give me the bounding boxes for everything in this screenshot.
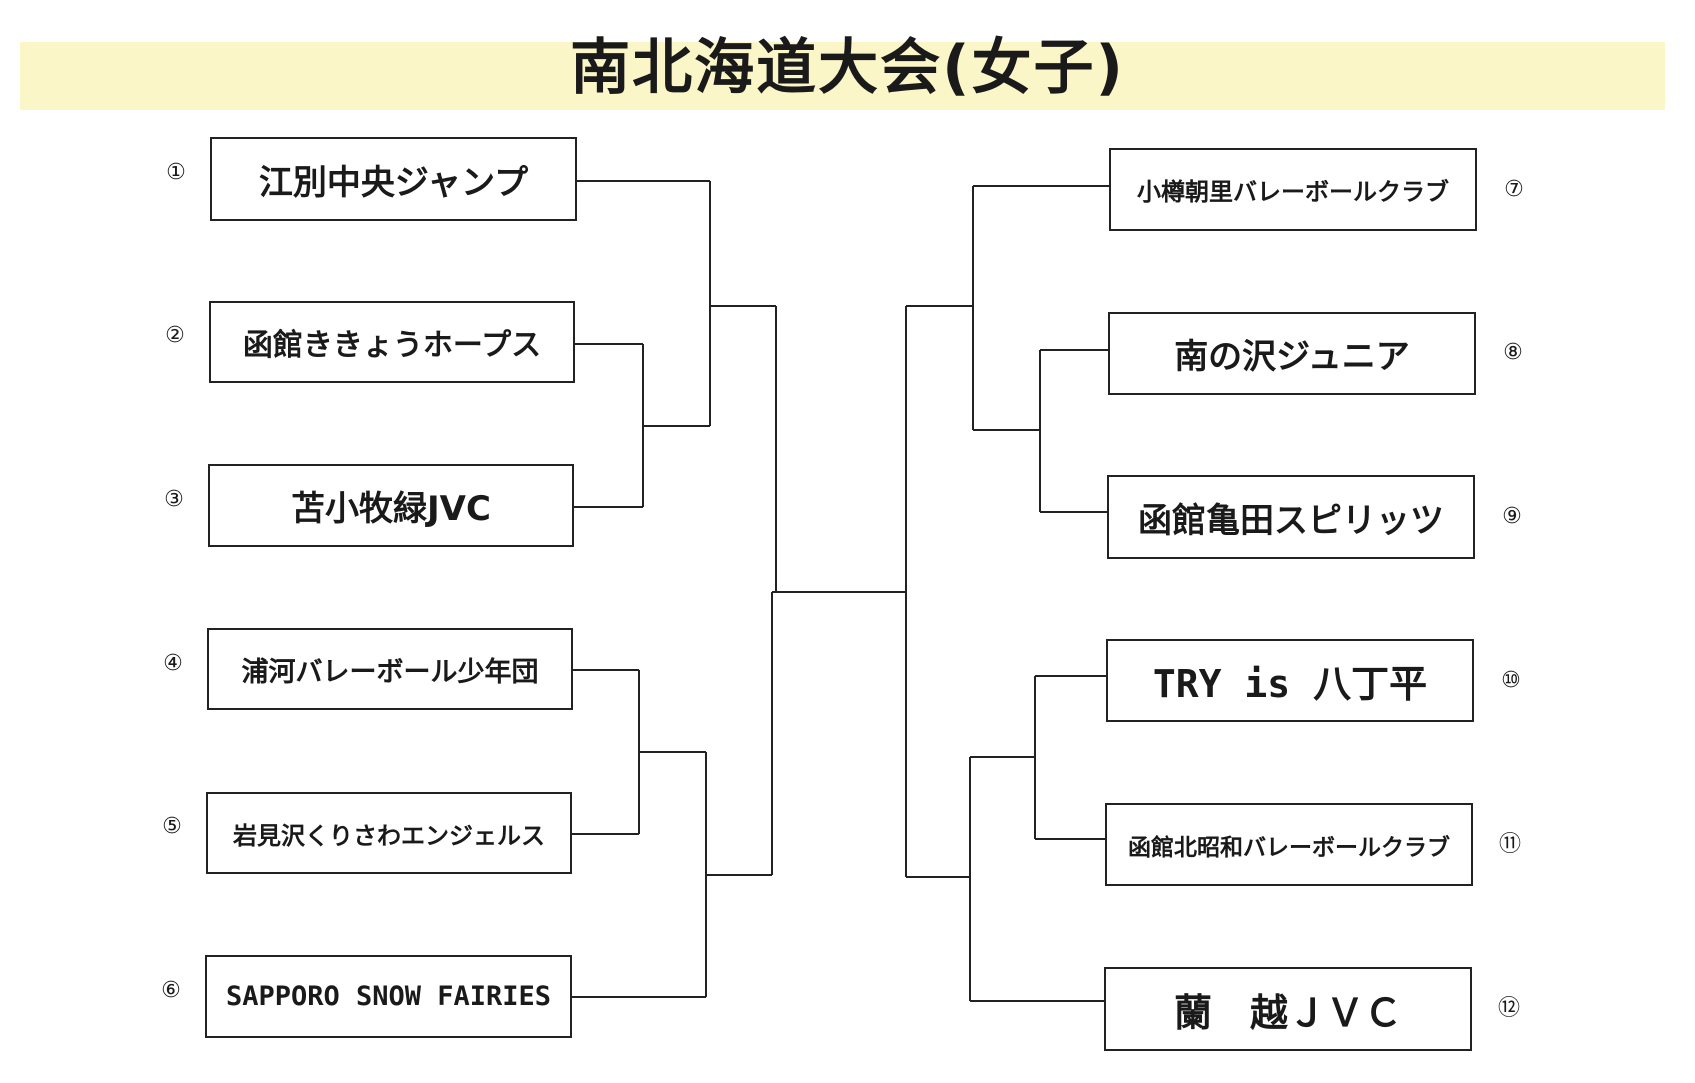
team-name: 蘭 越ＪＶＣ <box>1173 990 1402 1035</box>
seed-number: ⑧ <box>1503 340 1523 365</box>
seed-number: ⑤ <box>162 814 182 839</box>
seed-number: ④ <box>163 651 183 676</box>
team-box: 小樽朝里バレーボールクラブ <box>1109 148 1477 231</box>
team-name: SAPPORO SNOW FAIRIES <box>225 981 552 1012</box>
seed-number: ⑫ <box>1497 996 1520 1021</box>
seed-number: ⑪ <box>1498 832 1521 857</box>
team-box: 蘭 越ＪＶＣ <box>1104 967 1472 1051</box>
team-box: 江別中央ジャンプ <box>210 137 577 221</box>
team-box: TRY is 八丁平 <box>1106 639 1474 722</box>
team-name: 浦河バレーボール少年団 <box>241 656 539 688</box>
seed-number: ③ <box>164 487 184 512</box>
seed-number: ⑩ <box>1501 668 1521 693</box>
seed-number: ⑦ <box>1504 177 1524 202</box>
seed-number: ⑥ <box>161 978 181 1003</box>
team-box: 函館亀田スピリッツ <box>1107 475 1475 559</box>
team-name: 江別中央ジャンプ <box>258 162 529 203</box>
page-title: 南北海道大会(女子) <box>570 33 1125 103</box>
seed-number: ② <box>165 323 185 348</box>
seed-number: ⑨ <box>1502 504 1522 529</box>
team-box: 函館ききょうホープス <box>209 301 575 383</box>
title-banner <box>20 42 1665 110</box>
team-name: 函館亀田スピリッツ <box>1138 500 1444 541</box>
team-name: 苫小牧緑JVC <box>291 489 491 529</box>
team-name: 岩見沢くりさわエンジェルス <box>233 821 545 850</box>
team-box: SAPPORO SNOW FAIRIES <box>205 955 572 1038</box>
team-name: 南の沢ジュニア <box>1174 337 1410 377</box>
team-box: 岩見沢くりさわエンジェルス <box>206 792 572 874</box>
team-name: 函館北昭和バレーボールクラブ <box>1128 834 1450 861</box>
team-name: 函館ききょうホープス <box>242 328 542 363</box>
team-box: 南の沢ジュニア <box>1108 312 1476 395</box>
team-name: TRY is 八丁平 <box>1152 662 1428 706</box>
team-box: 函館北昭和バレーボールクラブ <box>1105 803 1473 886</box>
team-box: 苫小牧緑JVC <box>208 464 574 547</box>
team-name: 小樽朝里バレーボールクラブ <box>1137 178 1449 206</box>
seed-number: ① <box>166 160 186 185</box>
team-box: 浦河バレーボール少年団 <box>207 628 573 710</box>
